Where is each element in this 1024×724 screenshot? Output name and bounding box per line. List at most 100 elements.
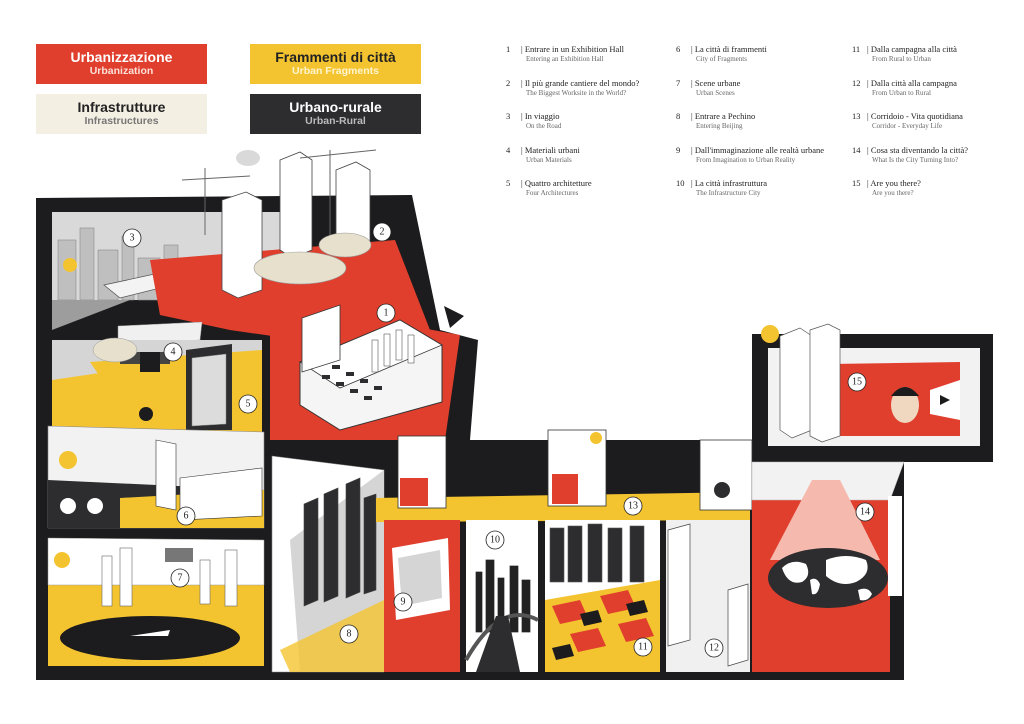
legend-urban-rural: Urbano-rurale Urban-Rural: [250, 94, 421, 134]
zone-room-14: [751, 461, 905, 672]
index-number: 8: [676, 111, 681, 121]
index-number: 14: [852, 144, 861, 155]
index-title: | Quattro architetture: [521, 178, 592, 188]
index-title: | Il più grande cantiere del mondo?: [521, 77, 640, 88]
index-number: 13: [852, 111, 861, 121]
index-subtitle: Are you there?: [872, 189, 914, 197]
svg-text:9: 9: [401, 597, 406, 608]
zone-upper-left: [52, 149, 464, 440]
svg-text:6: 6: [184, 511, 189, 522]
index-subtitle: The Infrastructure City: [696, 189, 761, 197]
room-marker-11[interactable]: 11: [633, 637, 653, 657]
index-number: 3: [506, 111, 511, 121]
zone-lower-rooms: [384, 520, 750, 672]
index-subtitle: On the Road: [526, 122, 562, 130]
legend-subtitle: Urban Fragments: [292, 65, 379, 77]
zone-corridor-13: [376, 429, 753, 522]
index-subtitle: From Imagination to Urban Reality: [696, 155, 796, 164]
svg-text:7: 7: [178, 573, 183, 584]
room-marker-13[interactable]: 13: [623, 496, 643, 516]
legend-title: Urbanizzazione: [70, 49, 173, 65]
room-marker-4[interactable]: 4: [163, 342, 183, 362]
svg-text:5: 5: [246, 399, 251, 410]
index-subtitle: Corridor - Everyday Life: [872, 122, 943, 130]
index-number: 12: [852, 77, 861, 88]
index-number: 6: [676, 44, 681, 54]
svg-text:15: 15: [852, 377, 862, 388]
room-marker-9[interactable]: 9: [393, 592, 413, 612]
legend-subtitle: Infrastructures: [84, 115, 159, 127]
index-title: | Are you there?: [867, 178, 921, 188]
room-marker-3[interactable]: 3: [122, 228, 142, 248]
room-marker-6[interactable]: 6: [176, 506, 196, 526]
svg-text:1: 1: [384, 308, 389, 319]
index-item-9[interactable]: 9| Dall'immaginazione alle realtà urbane…: [676, 145, 846, 179]
legend-title: Frammenti di città: [275, 49, 396, 65]
room-marker-10[interactable]: 10: [485, 530, 505, 550]
svg-text:8: 8: [347, 629, 352, 640]
room-marker-15[interactable]: 15: [847, 372, 867, 392]
legend-subtitle: Urbanization: [89, 65, 154, 77]
index-title: | Scene urbane: [691, 77, 741, 88]
legend-infrastructures: Infrastrutture Infrastructures: [36, 94, 207, 134]
room-marker-5[interactable]: 5: [238, 394, 258, 414]
index-title: | Entrare in un Exhibition Hall: [521, 44, 624, 54]
svg-text:12: 12: [709, 643, 719, 654]
index-title: | In viaggio: [521, 111, 560, 121]
svg-text:13: 13: [628, 501, 638, 512]
index-number: 10: [676, 178, 685, 188]
index-subtitle: From Urban to Rural: [872, 88, 931, 97]
svg-text:4: 4: [171, 347, 176, 358]
legend-title: Infrastrutture: [77, 99, 166, 115]
index-number: 4: [506, 144, 511, 155]
room-marker-12[interactable]: 12: [704, 638, 724, 658]
index-title: | Entrare a Pechino: [691, 111, 756, 121]
index-number: 5: [506, 178, 511, 188]
svg-text:2: 2: [380, 227, 385, 238]
svg-text:10: 10: [490, 535, 500, 546]
svg-text:14: 14: [860, 507, 870, 518]
room-marker-14[interactable]: 14: [855, 502, 875, 522]
room-marker-1[interactable]: 1: [376, 303, 396, 323]
zone-left-middle: [47, 337, 265, 529]
index-item-15[interactable]: 15| Are you there?Are you there?: [852, 178, 1022, 212]
index-number: 2: [506, 77, 511, 88]
index-number: 1: [506, 44, 511, 54]
index-subtitle: The Biggest Worksite in the World?: [526, 88, 627, 97]
index-subtitle: Entering Beijing: [696, 122, 743, 130]
index-item-2[interactable]: 2 | Il più grande cantiere del mondo?The …: [506, 78, 676, 112]
index-title: | Cosa sta diventando la città?: [867, 144, 969, 155]
index-title: | Dalla città alla campagna: [867, 77, 957, 88]
legend-urbanization: Urbanizzazione Urbanization: [36, 44, 207, 84]
legend-title: Urbano-rurale: [289, 99, 382, 115]
index-title: | Corridoio - Vita quotidiana: [867, 111, 963, 121]
index-title: | La città di frammenti: [691, 44, 767, 54]
index-subtitle: Urban Materials: [526, 155, 572, 164]
room-marker-2[interactable]: 2: [372, 222, 392, 242]
index-number: 7: [676, 77, 681, 88]
room-marker-8[interactable]: 8: [339, 624, 359, 644]
index-title: | Dalla campagna alla città: [867, 44, 957, 54]
room-number-markers: 1 2 3 4 5 6 7 8 9 10 11 12 13 14 15: [122, 222, 875, 658]
svg-text:3: 3: [130, 233, 135, 244]
room-marker-7[interactable]: 7: [170, 568, 190, 588]
index-subtitle: Four Architectures: [526, 189, 579, 197]
index-title: | La città infrastruttura: [691, 178, 768, 188]
index-subtitle: Entering an Exhibition Hall: [526, 55, 604, 63]
index-item-14[interactable]: 14| Cosa sta diventando la città?What Is…: [852, 145, 1022, 179]
legend-urban-fragments: Frammenti di città Urban Fragments: [250, 44, 421, 84]
zone-room-7: [47, 537, 265, 666]
